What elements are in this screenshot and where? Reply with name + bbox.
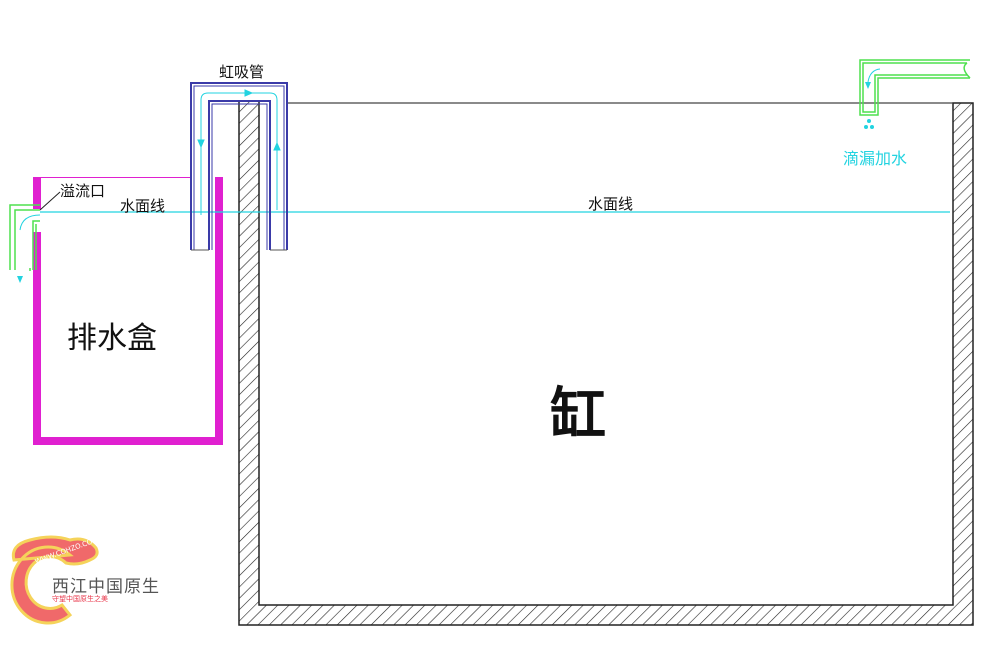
water-line-label-right: 水面线 <box>588 195 634 213</box>
tank-walls <box>238 100 974 626</box>
logo-name: 西江中国原生 <box>52 577 160 597</box>
water-line-label-left: 水面线 <box>120 197 166 215</box>
siphon-tube <box>190 82 288 251</box>
siphon-label: 虹吸管 <box>219 63 265 81</box>
drip-refill-label: 滴漏加水 <box>843 149 908 168</box>
drip-refill-pipe <box>859 59 971 129</box>
siphon-flow-arrows <box>197 89 281 215</box>
tank-label: 缸 <box>550 382 606 448</box>
overflow-label: 溢流口 <box>60 182 106 200</box>
drain-box <box>33 177 223 445</box>
logo-slogan: 守望中国原生之美 <box>52 595 108 603</box>
overflow-leader-line <box>39 191 61 211</box>
drain-box-label: 排水盒 <box>67 321 157 356</box>
overflow-pipe <box>9 204 41 283</box>
watermark-logo: WWW.COHZO.COM <box>10 535 99 625</box>
